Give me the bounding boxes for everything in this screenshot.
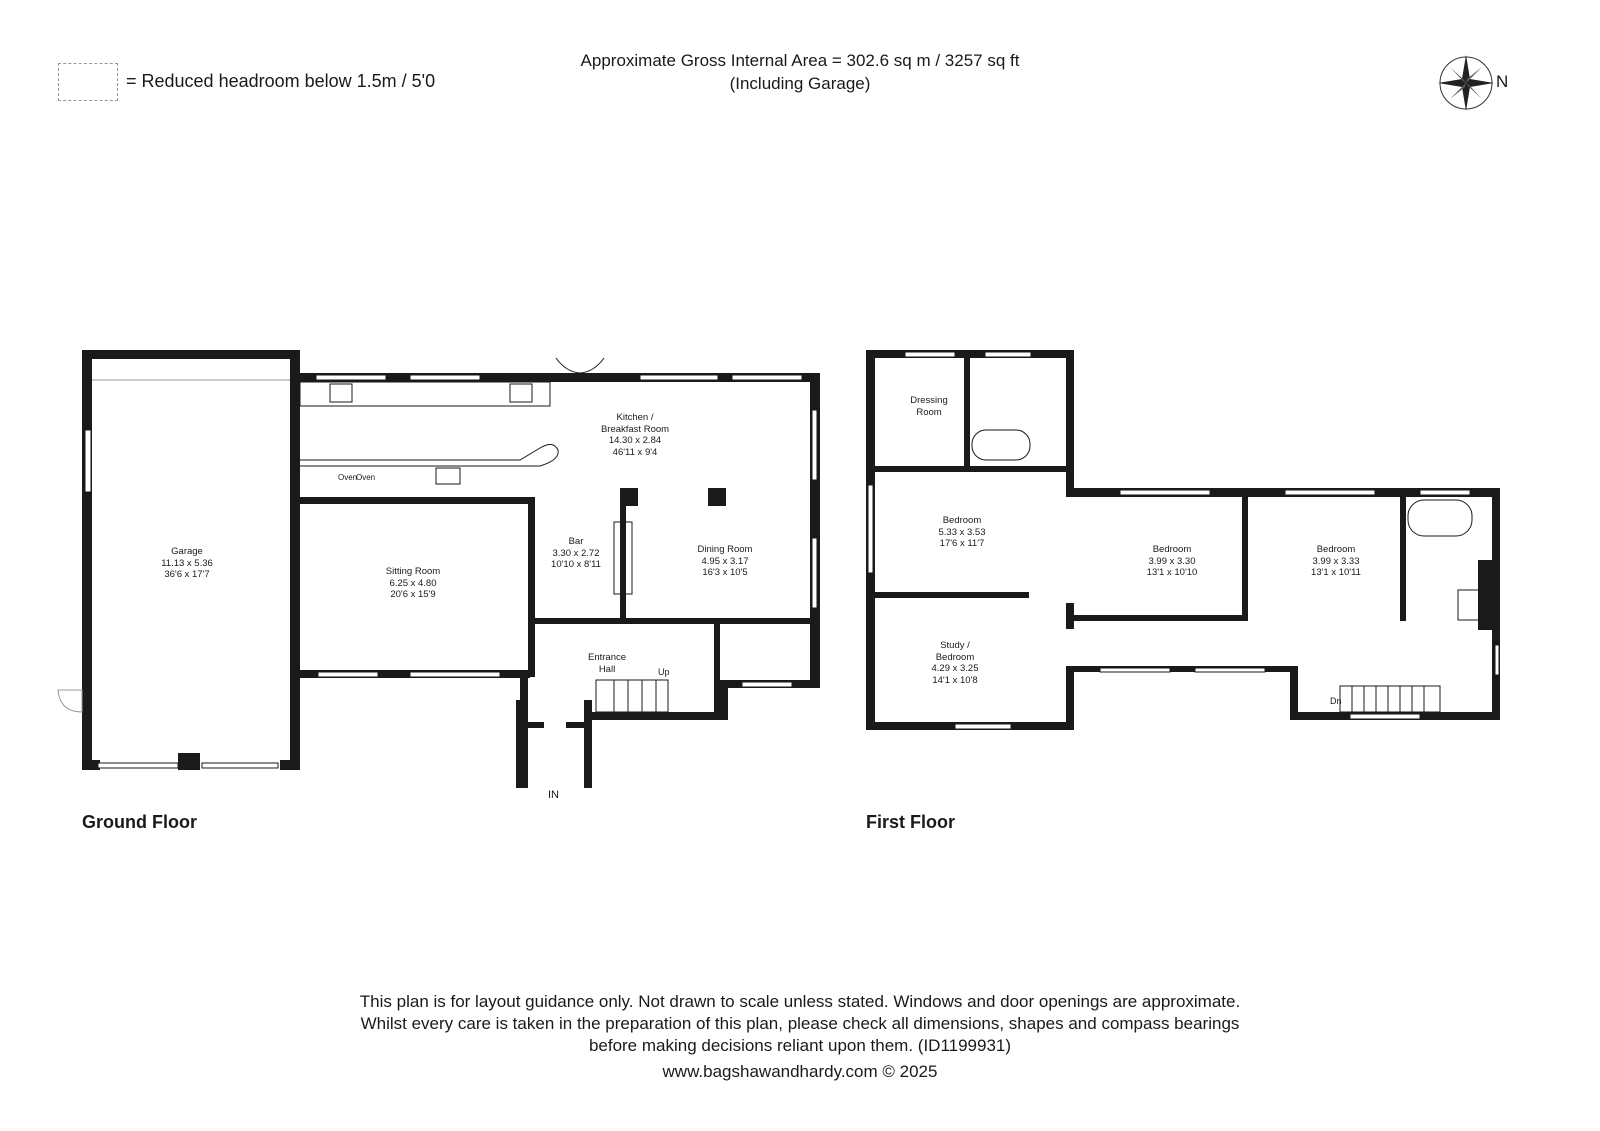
room-name: Bedroom	[1316, 544, 1356, 555]
room-metric: 14.30 x 2.84	[608, 435, 662, 446]
room-metric: 6.25 x 4.80	[389, 577, 437, 589]
room-name: Dressing	[910, 395, 948, 406]
legend-text: = Reduced headroom below 1.5m / 5'0	[126, 71, 436, 91]
room-imperial: 14'1 x 10'8	[932, 674, 978, 686]
room-name: Bedroom	[942, 515, 982, 526]
room-entrance-hall: Entrance Hall	[588, 652, 626, 675]
room-imperial: 36'6 x 17'7	[164, 569, 210, 580]
oven-label: Oven	[356, 473, 376, 482]
room-metric: 11.13 x 5.36	[161, 557, 213, 569]
disclaimer-line-3: before making decisions reliant upon the…	[588, 1036, 1012, 1055]
room-name: Hall	[598, 663, 616, 675]
stairs-up-label: Up	[658, 667, 670, 677]
room-bedroom-3: Bedroom 3.99 x 3.33 13'1 x 10'11	[1311, 544, 1361, 579]
garage-details	[57, 379, 290, 713]
room-name: Bar	[568, 536, 584, 547]
first-floor-windows	[867, 351, 1500, 730]
ground-floor-label: Ground Floor	[82, 812, 197, 832]
room-name: Bedroom	[1152, 544, 1192, 555]
porch-walls	[516, 700, 592, 788]
room-name: Study /	[940, 640, 970, 651]
compass-icon	[1438, 55, 1494, 111]
first-floor-label: First Floor	[866, 812, 955, 832]
room-bedroom-1: Bedroom 5.33 x 3.53 17'6 x 11'7	[938, 515, 985, 550]
room-metric: 3.99 x 3.30	[1148, 555, 1196, 567]
room-imperial: 17'6 x 11'7	[939, 538, 985, 549]
disclaimer-line-1: This plan is for layout guidance only. N…	[359, 992, 1241, 1011]
room-imperial: 16'3 x 10'5	[702, 567, 748, 578]
room-kitchen: Kitchen / Breakfast Room 14.30 x 2.84 46…	[601, 412, 669, 458]
room-name: Bedroom	[935, 651, 975, 663]
room-name: Room	[916, 406, 942, 418]
room-name: Sitting Room	[385, 566, 441, 577]
room-imperial: 13'1 x 10'11	[1311, 567, 1361, 578]
ground-stairs	[595, 679, 669, 713]
ground-floor-windows	[84, 374, 818, 769]
first-floor-fixtures	[971, 429, 1489, 713]
room-metric: 5.33 x 3.53	[938, 526, 986, 538]
room-name: Dining Room	[697, 544, 753, 555]
legend-swatch	[58, 63, 118, 101]
room-sitting: Sitting Room 6.25 x 4.80 20'6 x 15'9	[386, 566, 440, 601]
room-metric: 4.95 x 3.17	[701, 555, 749, 567]
room-metric: 3.30 x 2.72	[552, 547, 600, 559]
room-name: Breakfast Room	[600, 423, 670, 435]
compass-north-label: N	[1496, 72, 1509, 91]
room-imperial: 13'1 x 10'10	[1146, 567, 1198, 578]
kitchen-worktop	[299, 357, 633, 595]
room-dining: Dining Room 4.95 x 3.17 16'3 x 10'5	[698, 544, 753, 579]
room-name: Entrance	[587, 652, 627, 663]
room-metric: 3.99 x 3.33	[1312, 555, 1360, 567]
room-imperial: 46'11 x 9'4	[612, 446, 658, 458]
room-bedroom-2: Bedroom 3.99 x 3.30 13'1 x 10'10	[1147, 544, 1198, 579]
area-summary: Approximate Gross Internal Area = 302.6 …	[580, 51, 1020, 70]
room-imperial: 10'10 x 8'11	[551, 559, 601, 570]
stairs-down-label: Dn	[1330, 696, 1342, 706]
room-imperial: 20'6 x 15'9	[390, 589, 436, 600]
room-study-bedroom: Study / Bedroom 4.29 x 3.25 14'1 x 10'8	[931, 640, 978, 686]
room-dressing: Dressing Room	[910, 395, 948, 418]
website-link[interactable]: www.bagshawandhardy.com © 2025	[662, 1062, 938, 1081]
disclaimer-line-2: Whilst every care is taken in the prepar…	[360, 1014, 1240, 1033]
room-bar: Bar 3.30 x 2.72 10'10 x 8'11	[551, 536, 601, 571]
room-garage: Garage 11.13 x 5.36 36'6 x 17'7	[161, 546, 213, 581]
room-name: Garage	[171, 546, 203, 557]
room-metric: 4.29 x 3.25	[931, 663, 979, 674]
area-note: (Including Garage)	[729, 74, 871, 93]
entrance-marker: IN	[548, 789, 559, 801]
oven-label: Oven	[338, 473, 358, 482]
room-name: Kitchen /	[616, 412, 654, 423]
